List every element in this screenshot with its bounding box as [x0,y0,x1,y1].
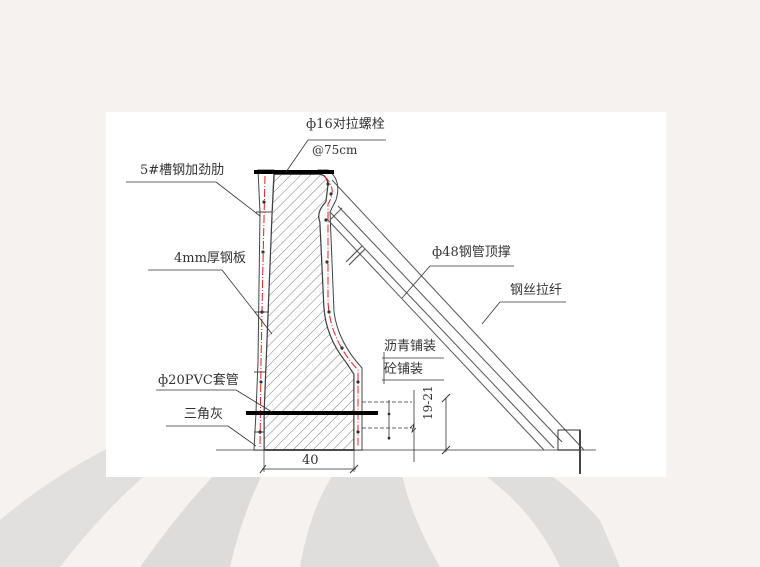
label-triangle-fill: 三角灰 [184,407,224,422]
label-bolt-spacing: @75cm [312,143,358,157]
concrete-barrier [263,173,355,451]
label-steel-plate: 4mm厚钢板 [174,251,246,266]
wire-guy-line [331,179,585,451]
label-base-width: 40 [302,453,319,468]
cross-section-diagram [126,139,596,474]
label-pvc-sleeve: ф20PVC套管 [158,373,239,388]
label-steel-pipe-brace: ф48钢管顶撑 [432,245,511,260]
label-wire-guy: 钢丝拉纤 [510,283,563,298]
label-concrete-paving: 砼铺装 [384,362,424,377]
label-paving-thickness: 19-21 [421,385,435,420]
label-channel-stiffener: 5#槽钢加劲肋 [140,163,225,178]
right-steel-plate [317,169,363,451]
ground-anchor [557,429,581,451]
drawing-panel: ф16对拉螺栓 @75cm 5#槽钢加劲肋 4mm厚钢板 ф48钢管顶撑 钢丝拉… [106,112,666,477]
label-asphalt-paving: 沥青铺装 [384,339,437,354]
label-tie-bolt: ф16对拉螺栓 [306,117,385,132]
